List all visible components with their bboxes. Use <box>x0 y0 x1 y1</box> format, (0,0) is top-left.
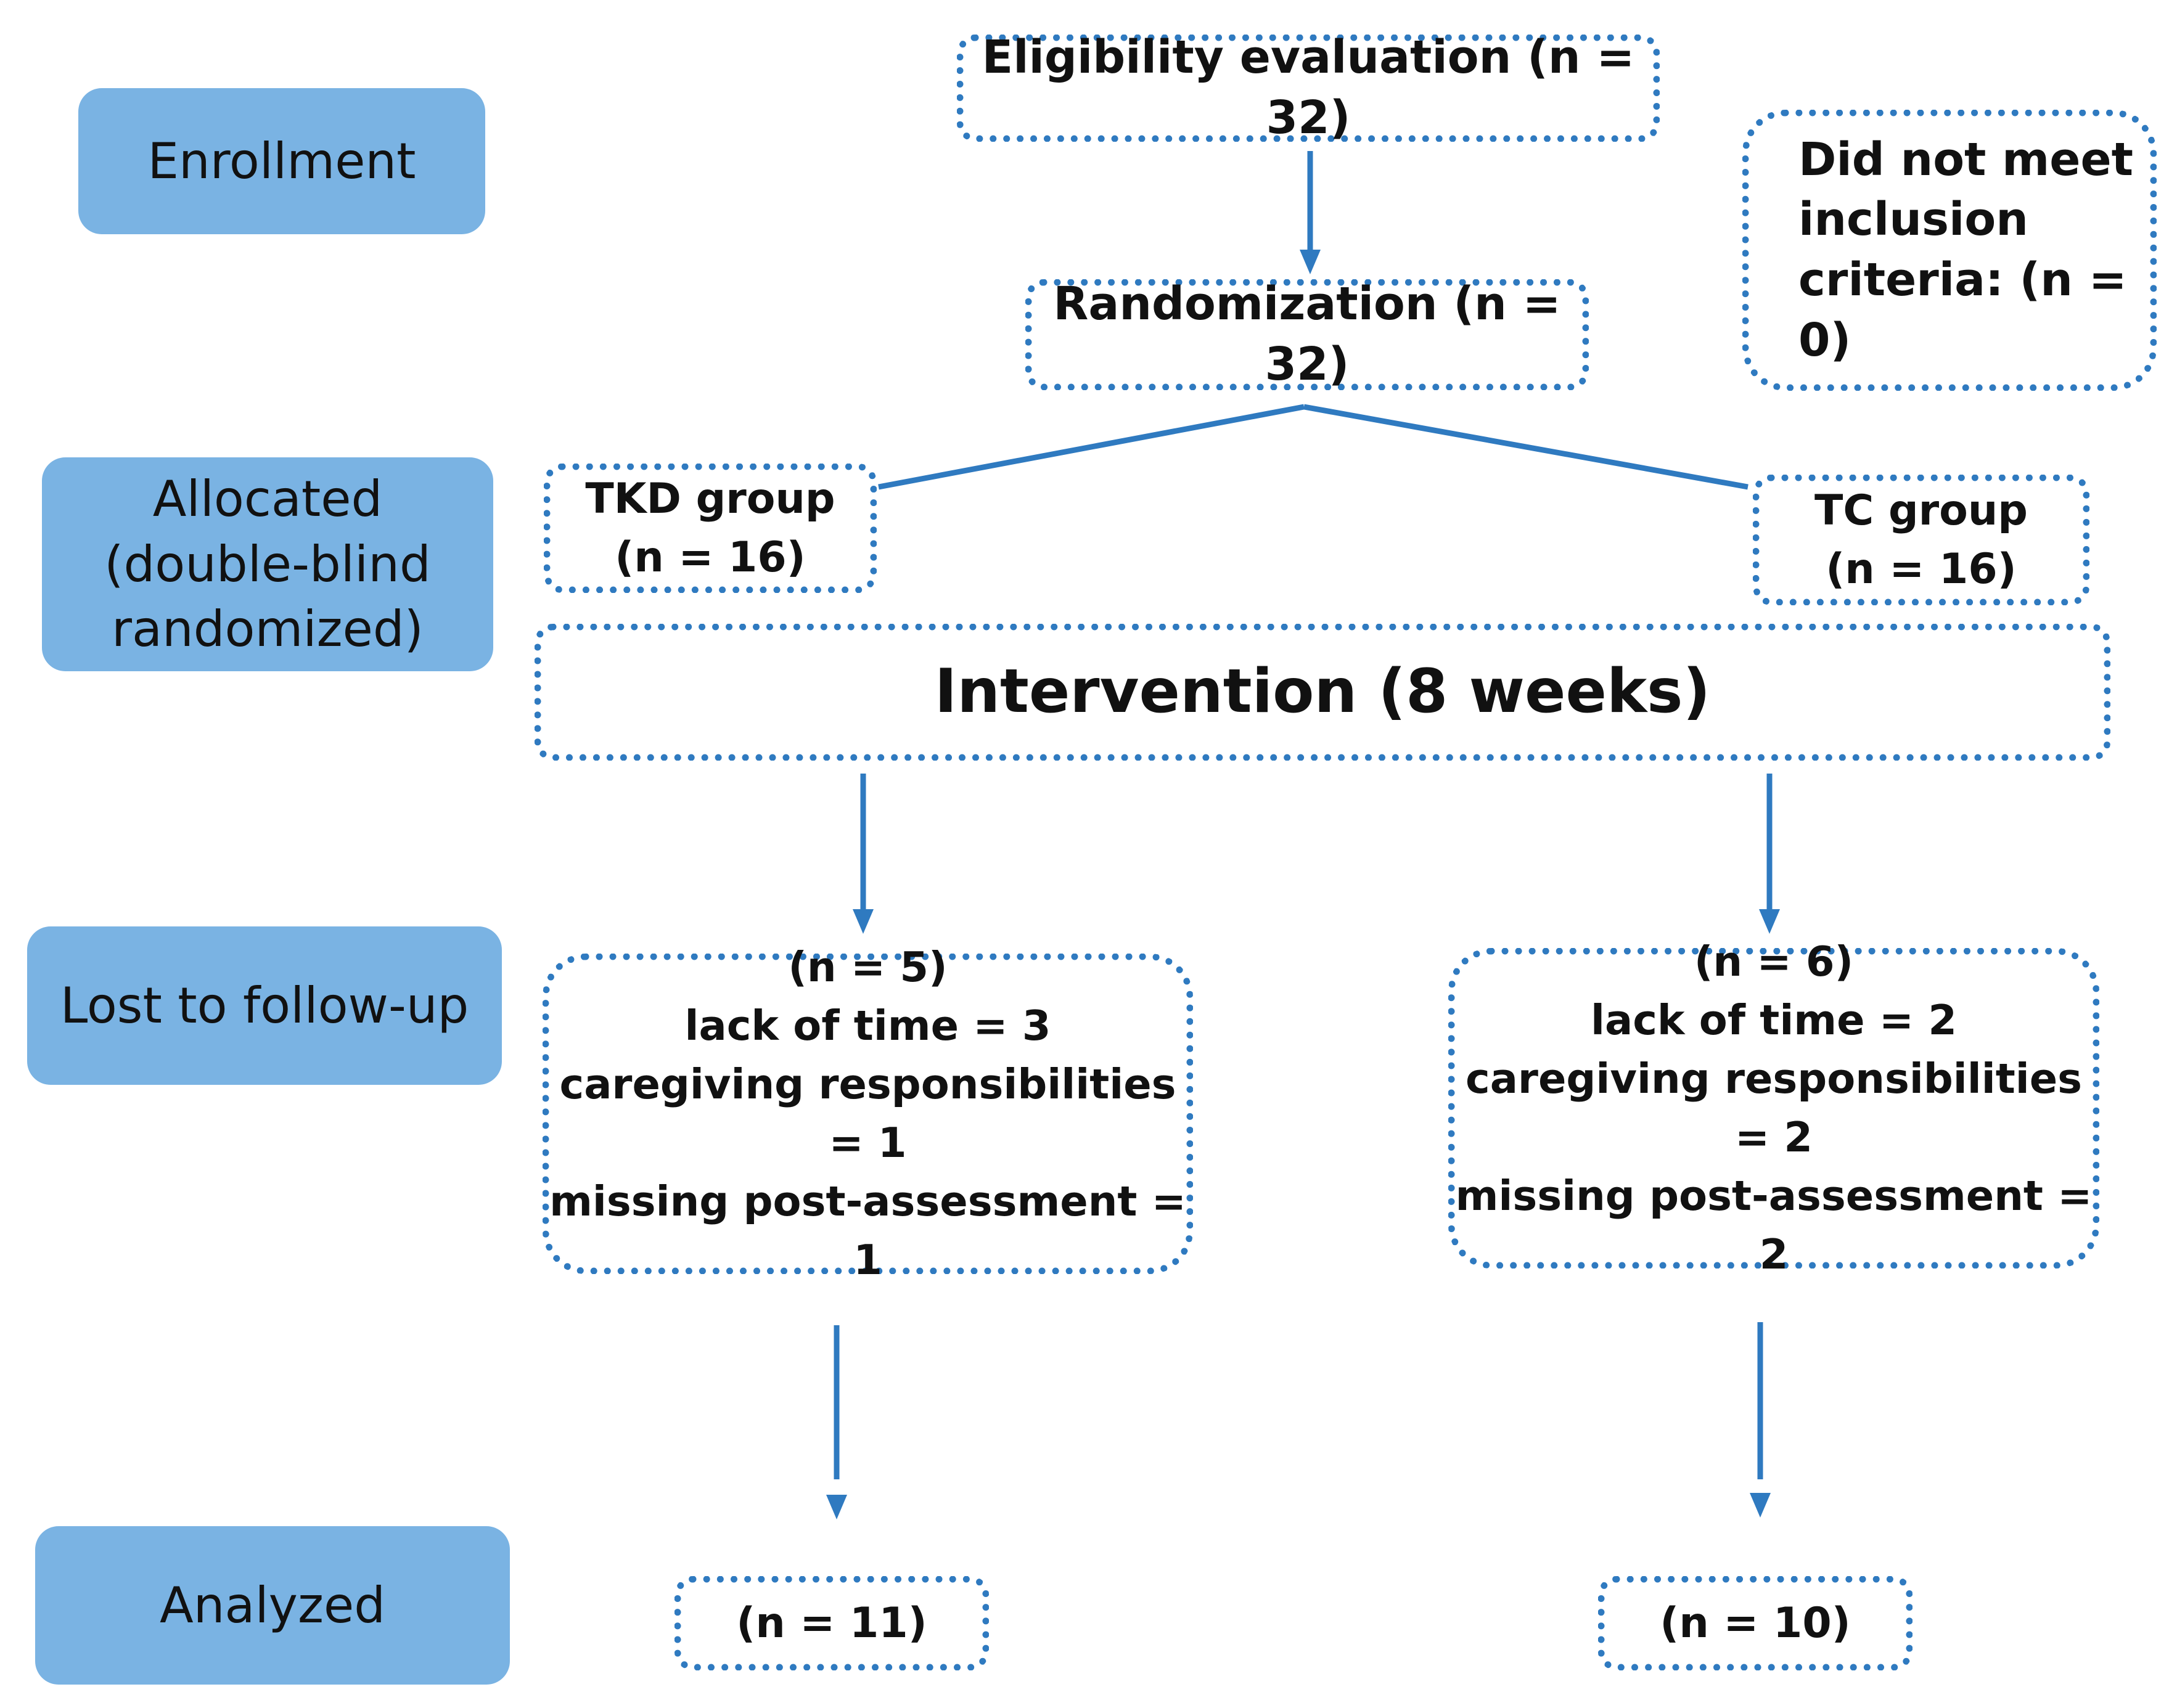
tc-group-box: TC group (n = 16) <box>1753 475 2089 605</box>
stage-enrollment: Enrollment <box>78 88 485 234</box>
lost-tc-line-4: missing post-assessment = 2 <box>1455 1172 2093 1279</box>
stage-lost-label: Lost to follow-up <box>60 976 469 1034</box>
lost-tc-box: (n = 6) lack of time = 2 caregiving resp… <box>1448 938 2099 1278</box>
lost-tkd-line-4: missing post-assessment = 1 <box>549 1177 1186 1285</box>
stage-lost-to-follow-up: Lost to follow-up <box>27 926 502 1085</box>
analyzed-tc-text: (n = 10) <box>1660 1598 1851 1648</box>
lost-tkd-line-3: caregiving responsibilities = 1 <box>559 1060 1176 1167</box>
lost-tkd-line-1: (n = 5) <box>788 942 948 991</box>
randomization-text: Randomization (n = 32) <box>1053 277 1561 391</box>
excluded-line-2: inclusion <box>1798 193 2028 247</box>
stage-analyzed: Analyzed <box>35 1526 510 1685</box>
arrowhead-randomization <box>1300 250 1321 274</box>
eligibility-box: Eligibility evaluation (n = 32) <box>957 31 1660 144</box>
tc-group-line-1: TC group <box>1814 486 2028 535</box>
stage-allocated: Allocated (double-blind randomized) <box>42 457 493 671</box>
arrowhead-lost-tkd <box>853 909 874 934</box>
arrowhead-lost-tc <box>1759 909 1780 934</box>
tkd-group-box: TKD group (n = 16) <box>544 464 877 593</box>
stage-analyzed-label: Analyzed <box>159 1576 385 1634</box>
analyzed-tc-box: (n = 10) <box>1598 1576 1913 1670</box>
stage-allocated-line-3: randomized) <box>112 600 424 658</box>
stage-allocated-line-1: Allocated <box>152 470 383 528</box>
intervention-box: Intervention (8 weeks) <box>535 624 2110 761</box>
excluded-line-3: criteria: (n = 0) <box>1798 253 2127 367</box>
tkd-group-line-1: TKD group <box>585 474 835 523</box>
lost-tkd-line-2: lack of time = 3 <box>684 1001 1051 1050</box>
branch-line-left <box>878 404 1305 490</box>
randomization-box: Randomization (n = 32) <box>1025 277 1589 391</box>
lost-tc-line-1: (n = 6) <box>1694 937 1854 986</box>
eligibility-text: Eligibility evaluation (n = 32) <box>982 31 1635 144</box>
excluded-line-1: Did not meet <box>1798 133 2134 186</box>
lost-tc-line-2: lack of time = 2 <box>1591 995 1957 1044</box>
lost-tc-line-3: caregiving responsibilities = 2 <box>1465 1054 2083 1161</box>
stage-enrollment-label: Enrollment <box>147 132 416 190</box>
branch-line-right <box>1303 404 1749 490</box>
arrowhead-analyzed-tc <box>1750 1493 1771 1518</box>
lost-tkd-box: (n = 5) lack of time = 3 caregiving resp… <box>543 943 1193 1284</box>
intervention-text: Intervention (8 weeks) <box>934 656 1711 727</box>
analyzed-tkd-text: (n = 11) <box>736 1598 927 1648</box>
tkd-group-line-2: (n = 16) <box>615 533 806 582</box>
analyzed-tkd-box: (n = 11) <box>674 1576 989 1670</box>
stage-allocated-line-2: (double-blind <box>104 535 431 593</box>
tc-group-line-2: (n = 16) <box>1826 545 2017 594</box>
excluded-box: Did not meet inclusion criteria: (n = 0) <box>1742 110 2157 391</box>
arrowhead-analyzed-tkd <box>826 1495 847 1519</box>
